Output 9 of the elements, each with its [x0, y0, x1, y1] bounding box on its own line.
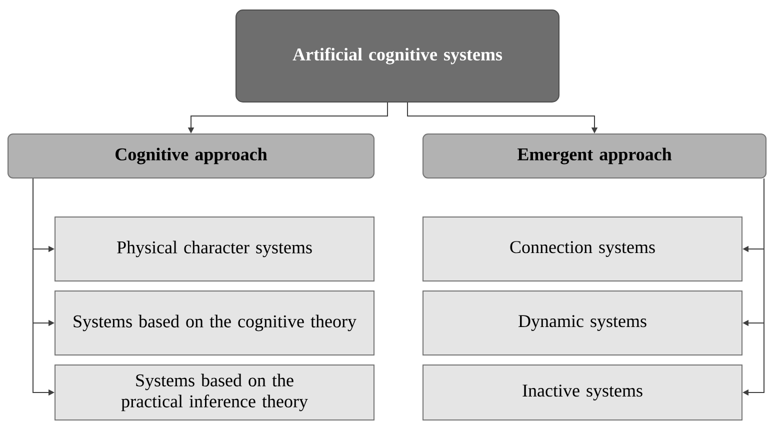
system-box: Connection systems — [422, 216, 742, 282]
title-box: Artificial cognitive systems — [236, 10, 560, 102]
system-box: Systems based on the practical inference theory — [54, 364, 374, 420]
system-box: Systems based on the cognitive theory — [54, 290, 374, 356]
system-box: Inactive systems — [422, 364, 742, 420]
system-box: Dynamic systems — [422, 290, 742, 356]
category-box: Cognitive approach — [8, 134, 374, 178]
system-box: Physical character systems — [54, 216, 374, 282]
category-box: Emergent approach — [422, 134, 766, 178]
